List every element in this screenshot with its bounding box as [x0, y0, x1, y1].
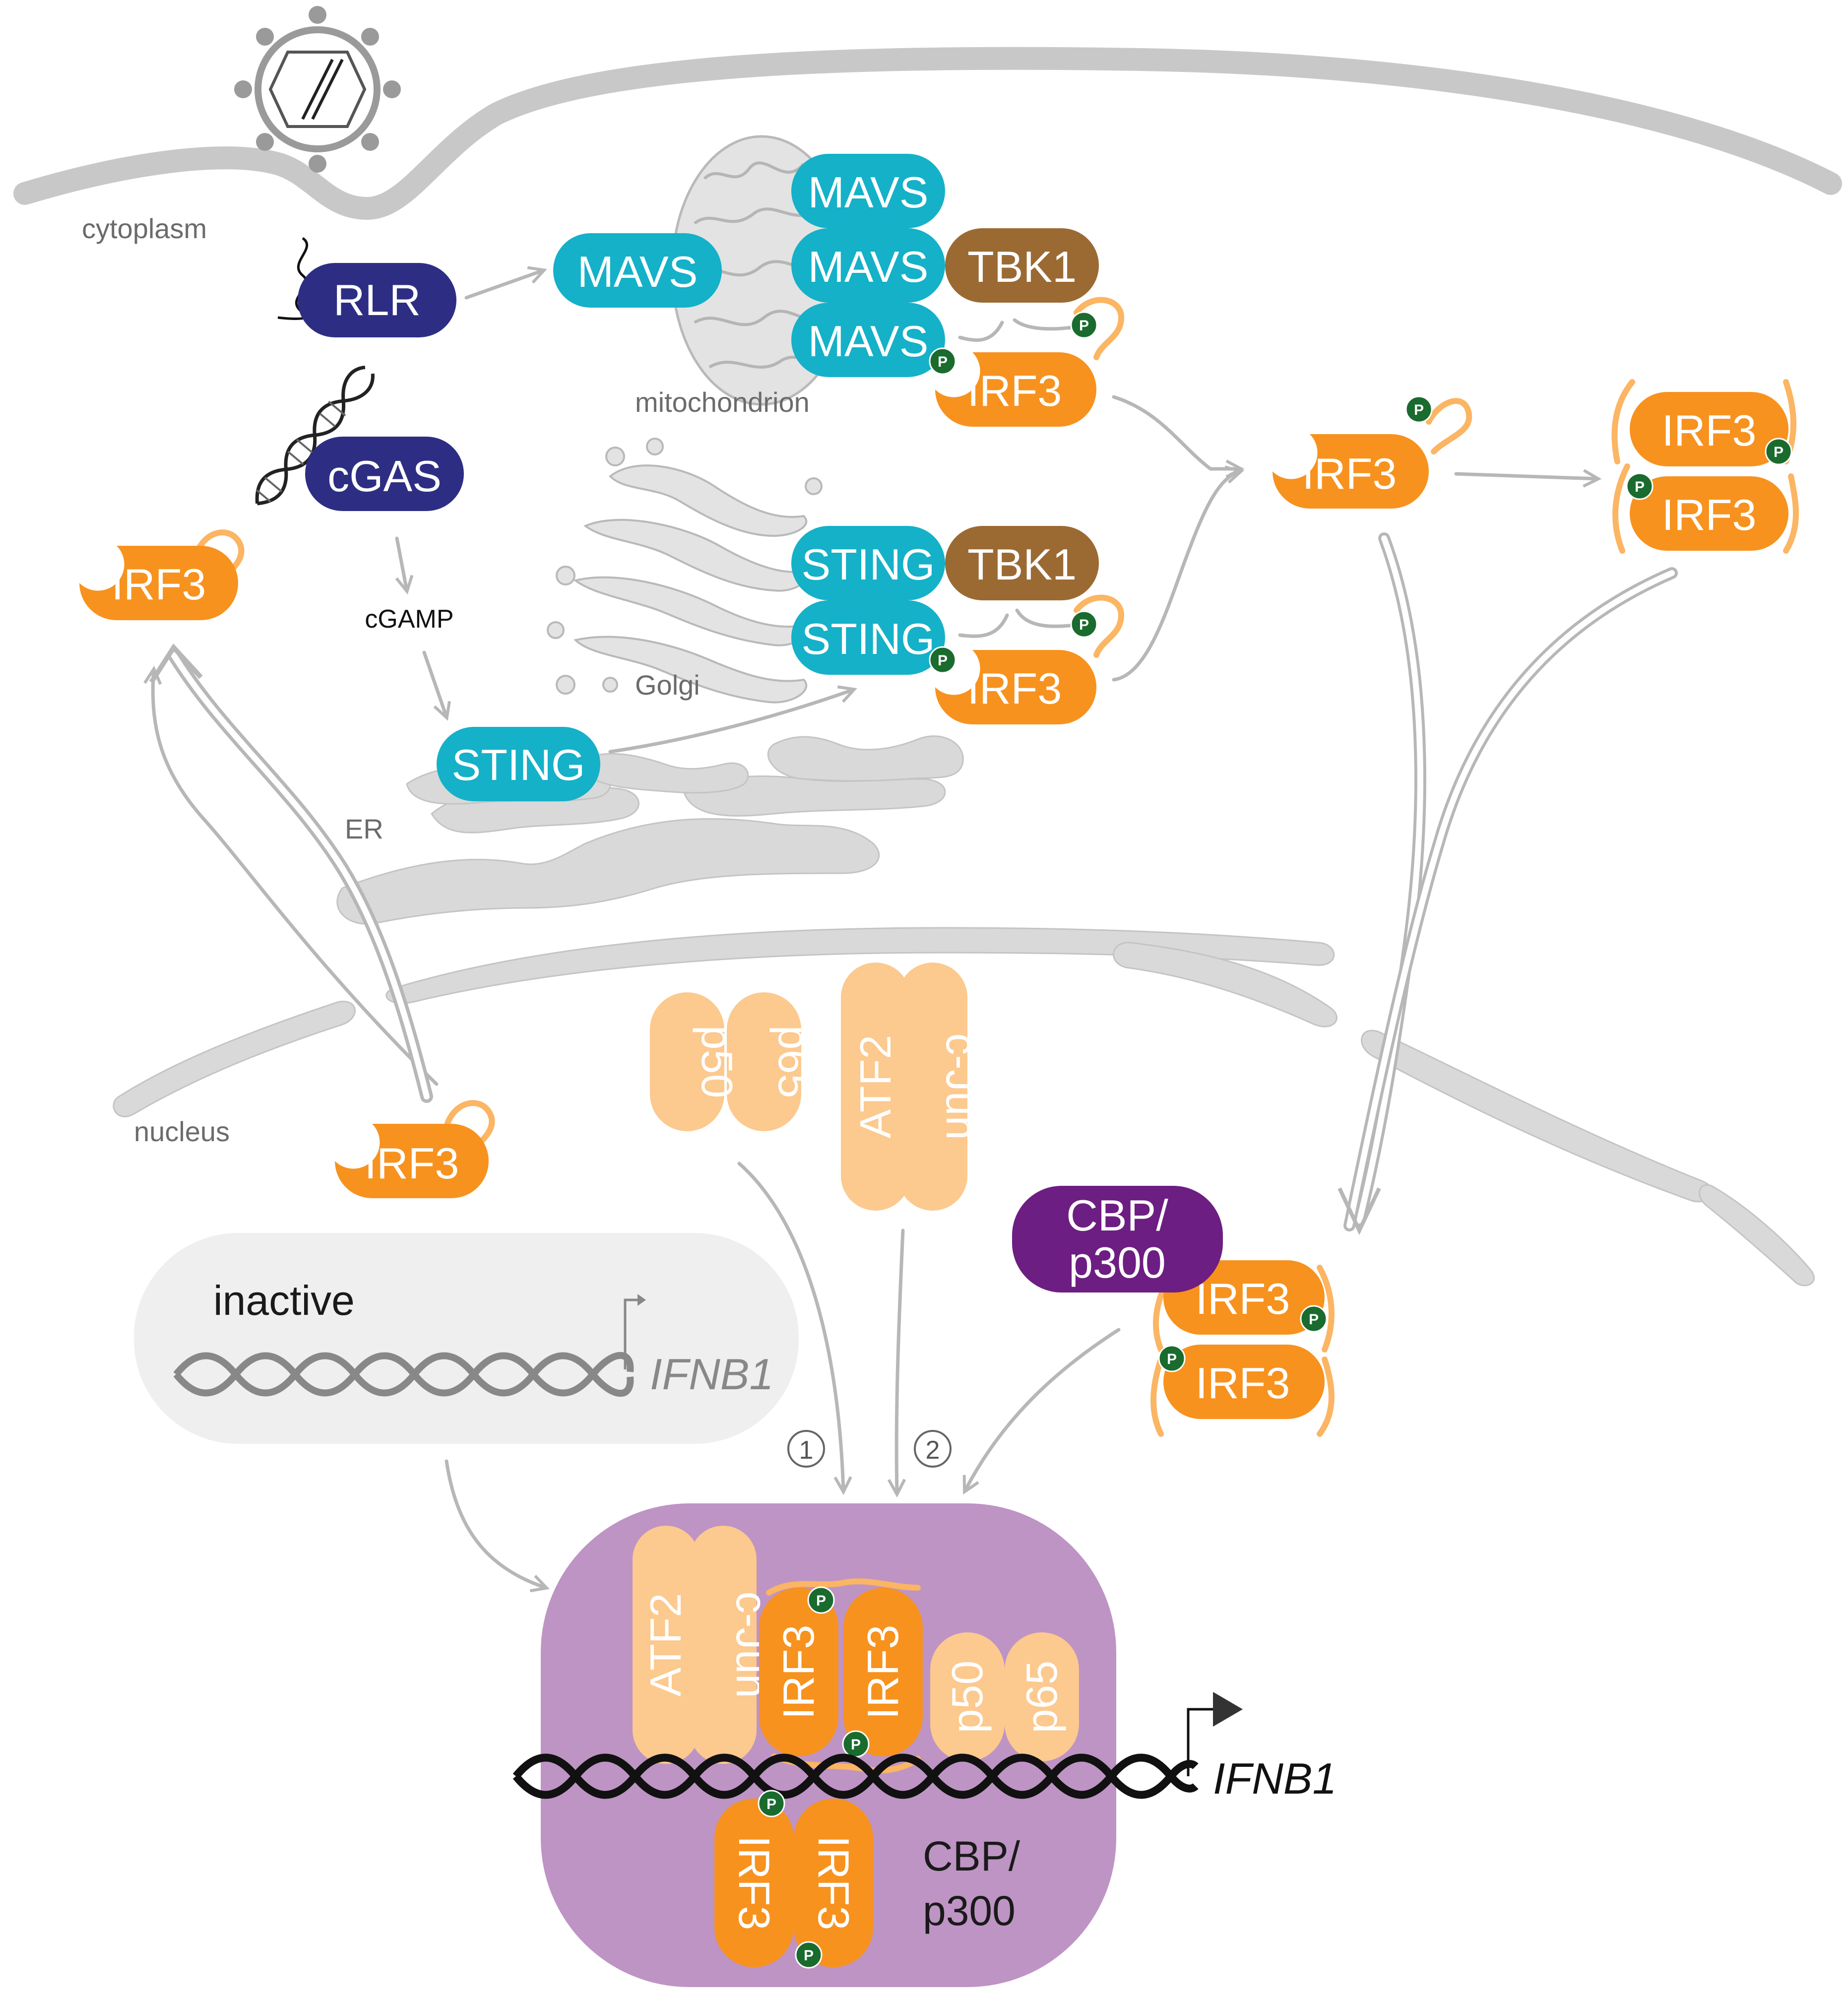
cgas-label: cGAS: [327, 452, 442, 501]
pathway-arrows: [143, 266, 1678, 1593]
mavs-3-label: MAVS: [808, 317, 929, 366]
active-dna-icon: [512, 1753, 1199, 1799]
irf3-activated-label: IRF3: [1302, 449, 1397, 498]
step-2-marker: 2: [914, 1430, 952, 1468]
cgas-dna-sensor: cGAS: [255, 365, 464, 511]
cytoplasm-label: cytoplasm: [82, 213, 207, 244]
phospho-icon: P: [1774, 444, 1784, 460]
phospho-icon: P: [851, 1737, 861, 1753]
cgas-node: [305, 437, 464, 511]
cbp-free-label-line1: CBP/: [1066, 1191, 1168, 1240]
p65-label: p65: [769, 1026, 819, 1098]
step-1-marker: 1: [787, 1430, 825, 1468]
mavs-single-label: MAVS: [577, 247, 698, 296]
enh-atf2-label: ATF2: [641, 1593, 690, 1697]
mavs-single: MAVS: [553, 233, 722, 308]
irf3-mito: P P IRF3: [929, 297, 1125, 427]
tbk1-mito: TBK1: [945, 228, 1099, 303]
phospho-icon: P: [938, 354, 948, 370]
mavs-1-label: MAVS: [808, 168, 929, 217]
phospho-icon: P: [1635, 479, 1645, 495]
phospho-icon: P: [1079, 318, 1089, 334]
irf3-dimer-cytoplasm: IRF3 IRF3 P P: [1611, 379, 1799, 554]
enh-irf3-bottom-dimer: IRF3 IRF3 P P: [714, 1790, 873, 1969]
rlr-label: RLR: [333, 275, 421, 324]
enh-irf3-bottom-1-label: IRF3: [730, 1836, 779, 1931]
irf3-activated: P IRF3: [1273, 395, 1472, 509]
cbp-free-label-line2: p300: [1069, 1238, 1166, 1287]
phospho-icon: P: [1414, 402, 1424, 418]
sting-2-label: STING: [802, 614, 935, 663]
enh-irf3-top-1-label: IRF3: [774, 1625, 823, 1720]
enh-irf3-bottom-2-label: IRF3: [809, 1836, 858, 1931]
er-label: ER: [345, 813, 383, 844]
inactive-tss-arrow: [624, 1298, 640, 1369]
phospho-icon: P: [1079, 617, 1089, 633]
enh-irf3-top-dimer: IRF3 IRF3 P P: [759, 1578, 923, 1774]
inactive-gene-label: IFNB1: [650, 1350, 773, 1399]
cbp-irf3-top-label: IRF3: [1196, 1274, 1290, 1323]
step-1-label: 1: [799, 1436, 814, 1465]
irf3-nuclear: IRF3: [335, 1100, 495, 1198]
cbp-irf3-complex: IRF3 IRF3 P P CBP/ p300: [1012, 1186, 1335, 1437]
cbp-irf3-bottom-label: IRF3: [1196, 1358, 1290, 1408]
active-gene-label: IFNB1: [1213, 1754, 1337, 1803]
irf3-cytoplasm-label: IRF3: [112, 560, 206, 609]
golgi-apparatus: [547, 438, 827, 704]
rlr-rna-sensor: RLR: [277, 237, 456, 337]
rlr-node: [298, 263, 456, 337]
plasma-membrane: [13, 47, 1842, 220]
enh-irf3-top-2-label: IRF3: [858, 1625, 907, 1720]
phospho-icon: P: [938, 652, 948, 669]
phospho-icon: P: [816, 1593, 826, 1609]
ap1-dimer: ATF2 c-Jun: [841, 963, 986, 1211]
nuclear-envelope: [113, 927, 1815, 1287]
inactive-chromatin: inactive IFNB1: [134, 1233, 799, 1444]
enh-ap1: ATF2 c-Jun: [633, 1526, 776, 1764]
inactive-label: inactive: [213, 1277, 355, 1324]
sting-er-label: STING: [452, 740, 585, 789]
sting-1-label: STING: [802, 540, 935, 589]
enh-cbp-label-line1: CBP/: [923, 1833, 1020, 1879]
enh-p65-label: p65: [1017, 1661, 1066, 1734]
irf3-mito-label: IRF3: [967, 366, 1062, 415]
dna-double-helix-icon: [255, 365, 375, 506]
phospho-icon: P: [1309, 1311, 1319, 1328]
virus-icon: [234, 6, 401, 173]
phospho-icon: P: [1167, 1351, 1177, 1367]
tbk1-golgi: TBK1: [945, 526, 1099, 600]
sting-complex: STING STING: [791, 526, 945, 675]
phospho-icon: P: [804, 1947, 814, 1964]
mitochondrion-label: mitochondrion: [635, 387, 810, 418]
irf3-nuclear-label: IRF3: [365, 1139, 459, 1188]
nucleus-label: nucleus: [134, 1116, 230, 1147]
active-tss-arrow: [1187, 1708, 1215, 1776]
mavs-2-label: MAVS: [808, 242, 929, 291]
mavs-complex: MAVS MAVS MAVS: [791, 154, 945, 377]
atf2-label: ATF2: [851, 1035, 900, 1139]
cjun-label: c-Jun: [937, 1033, 986, 1140]
nfkb-dimer: p50 p65: [650, 992, 819, 1131]
step-2-label: 2: [926, 1436, 940, 1465]
enh-nfkb: p50 p65: [930, 1632, 1079, 1761]
irf3-dimer-top-label: IRF3: [1662, 406, 1757, 455]
tbk1-golgi-label: TBK1: [967, 540, 1077, 589]
endoplasmic-reticulum: [336, 735, 964, 925]
enh-p50-label: p50: [943, 1661, 992, 1734]
irf3-cytoplasm-inactive: IRF3: [79, 529, 245, 620]
enhanceosome: ATF2 c-Jun IRF3 IRF3 P P p50 p65: [512, 1503, 1199, 1987]
tbk1-mito-label: TBK1: [967, 242, 1077, 291]
phospho-icon: P: [766, 1796, 776, 1812]
golgi-label: Golgi: [635, 669, 700, 701]
irf3-golgi: P P IRF3: [929, 594, 1125, 724]
sting-er: STING: [437, 727, 600, 801]
cgamp-label: cGAMP: [365, 605, 453, 634]
irf3-dimer-bottom-label: IRF3: [1662, 490, 1757, 539]
p50-label: p50: [693, 1026, 742, 1098]
irf3-golgi-label: IRF3: [967, 664, 1062, 713]
enh-cbp-label-line2: p300: [923, 1887, 1016, 1934]
active-tss-arrowhead: [1213, 1692, 1243, 1727]
inactive-dna-icon: [173, 1352, 634, 1397]
